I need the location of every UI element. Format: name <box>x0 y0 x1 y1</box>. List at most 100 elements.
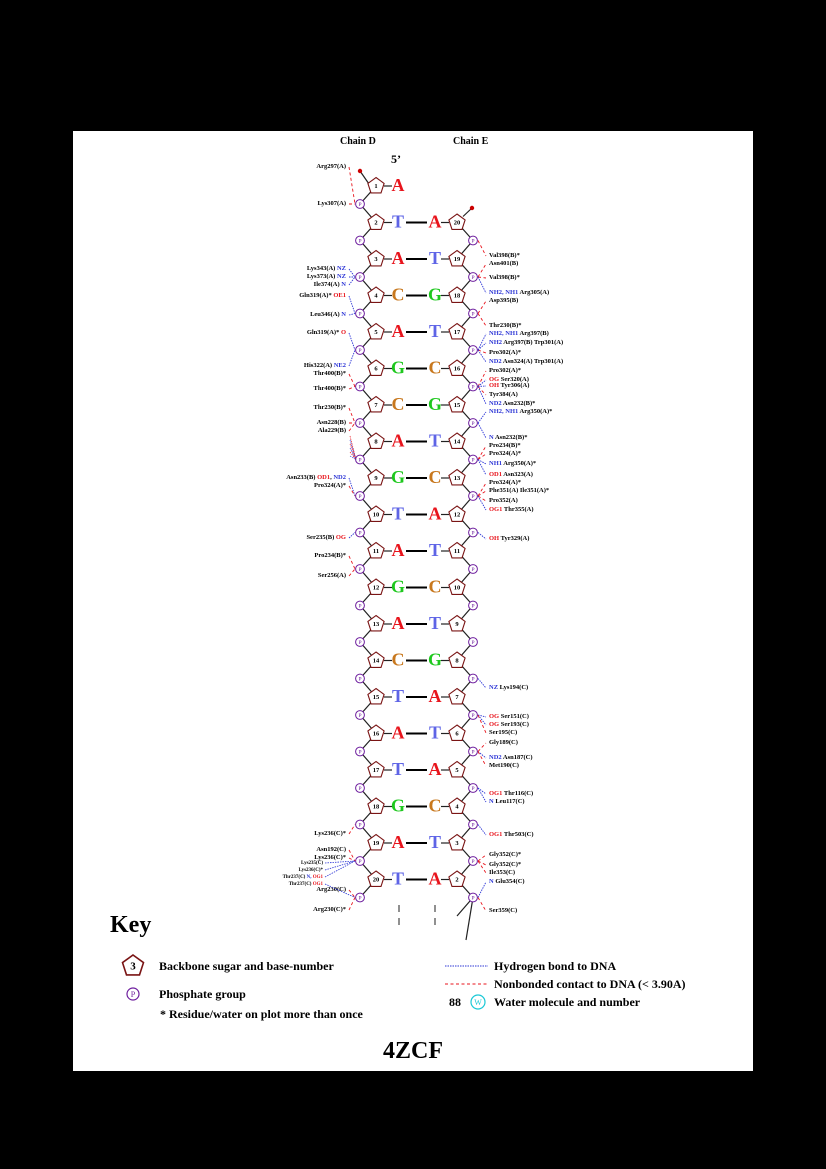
phosphate-letter: P <box>358 676 361 682</box>
right-contact-label: Pro234(B)* <box>489 442 521 449</box>
right-contact-label: Ser359(C) <box>489 907 517 914</box>
left-contact-line <box>348 268 356 278</box>
sugar-e-13 <box>448 468 466 486</box>
phosphate-letter: P <box>358 311 361 317</box>
left-contact-label: Arg297(A) <box>316 163 346 170</box>
right-contact-label: NZ Lys194(C) <box>489 684 528 691</box>
plot-paper <box>73 131 753 1071</box>
base-d-G: G <box>391 358 405 378</box>
right-contact-label: Gly189(C) <box>489 739 518 746</box>
right-contact-line <box>477 240 487 257</box>
sugar-e-7 <box>448 687 466 705</box>
chain-e-tail <box>465 897 474 941</box>
phosphate-letter: P <box>471 822 474 828</box>
phosphate-icon <box>355 235 365 246</box>
sugar-e-11 <box>448 541 466 559</box>
phosphate-letter: P <box>358 567 361 573</box>
phosphate-letter: P <box>358 640 361 646</box>
left-contact-line <box>348 332 356 351</box>
base-d-T: T <box>392 869 404 889</box>
right-contact-label: Ser195(C) <box>489 729 517 736</box>
base-d-A: A <box>392 832 405 852</box>
sugar-e-number: 16 <box>454 365 461 372</box>
key-phosphate-text: Phosphate group <box>159 987 246 1001</box>
left-contact-line <box>348 555 356 570</box>
right-contact-line <box>477 678 487 689</box>
phosphate-icon <box>355 856 365 866</box>
phosphate-icon <box>355 710 365 720</box>
phosphate-icon <box>468 783 478 793</box>
phosphate-letter: P <box>471 895 474 901</box>
right-contact-label: Pro302(A)* <box>489 367 521 374</box>
phosphate-icon <box>468 637 478 647</box>
base-e-G: G <box>428 285 442 305</box>
left-contact-line <box>348 532 356 539</box>
phosphate-letter: P <box>471 749 474 755</box>
right-contact-line <box>477 342 487 351</box>
sugar-e-number: 2 <box>455 876 458 883</box>
phosphate-icon <box>468 272 478 282</box>
base-e-A: A <box>429 504 442 524</box>
sugar-d-7 <box>367 395 385 413</box>
base-d-T: T <box>392 504 404 524</box>
right-contact-label: Val398(B)* <box>489 252 520 259</box>
key-nonbond-text: Nonbonded contact to DNA (< 3.90A) <box>494 977 686 991</box>
base-d-G: G <box>391 467 405 487</box>
five-prime-label: 5’ <box>391 152 401 166</box>
base-e-A: A <box>429 686 442 706</box>
right-contact-line <box>477 459 487 476</box>
right-contact-line <box>477 349 487 354</box>
base-e-T: T <box>429 613 441 633</box>
sugar-d-14 <box>367 651 385 668</box>
right-contact-label: Pro324(A)* <box>489 450 521 457</box>
key-water-icon <box>470 994 486 1010</box>
phosphate-letter: P <box>471 384 474 390</box>
base-e-A: A <box>429 869 442 889</box>
right-contact-label: N Asn232(B)* <box>489 434 527 441</box>
right-contact-label: OH Tyr329(A) <box>489 535 529 542</box>
right-contact-line <box>477 860 487 874</box>
sugar-e-number: 8 <box>455 657 459 664</box>
sugar-e-number: 12 <box>454 511 461 518</box>
sugar-d-number: 2 <box>374 219 377 226</box>
base-d-A: A <box>392 613 405 633</box>
sugar-e-9 <box>448 614 466 632</box>
sugar-e-number: 13 <box>454 475 461 482</box>
phosphate-letter: P <box>358 238 361 244</box>
left-contact-line <box>348 407 356 424</box>
phosphate-letter: P <box>471 640 474 646</box>
phosphate-icon <box>468 381 478 392</box>
phosphate-letter: P <box>358 530 361 536</box>
key-phosphate-icon <box>126 987 140 1001</box>
right-contact-label: Asp395(B) <box>489 297 518 304</box>
left-contact-line <box>348 166 356 205</box>
sugar-d-8 <box>367 432 385 449</box>
sugar-e-19 <box>448 249 466 267</box>
left-contact-label: Lys373(A) NZ <box>307 273 346 280</box>
key-water-letter: W <box>474 998 482 1007</box>
phosphate-letter: P <box>358 421 361 427</box>
left-contact-label: Ser256(A) <box>318 572 346 579</box>
right-contact-label: Val398(B)* <box>489 274 520 281</box>
sugar-e-2 <box>448 870 466 887</box>
phosphate-letter: P <box>358 786 361 792</box>
right-contact-label: OG Ser320(A) <box>489 376 529 383</box>
base-e-T: T <box>429 321 441 341</box>
phosphate-icon <box>355 454 365 465</box>
key-sugar-text: Backbone sugar and base-number <box>159 959 334 973</box>
left-contact-label: Gln319(A)* O <box>307 329 346 336</box>
sugar-d-number: 1 <box>374 183 377 190</box>
sugar-e-18 <box>448 286 466 303</box>
phosphate-letter: P <box>358 603 361 609</box>
phosphate-icon <box>468 856 478 866</box>
chain-d-header: Chain D <box>340 136 376 147</box>
left-contact-label: Lys236(C)* <box>314 830 346 837</box>
phosphate-letter: P <box>471 421 474 427</box>
sugar-e-number: 3 <box>455 840 459 847</box>
sugar-d-number: 13 <box>373 621 380 628</box>
phosphate-letter: P <box>471 311 474 317</box>
sugar-e-number: 15 <box>454 402 461 409</box>
phosphate-letter: P <box>358 384 361 390</box>
phosphate-icon <box>355 783 365 793</box>
right-contact-label: OG Ser193(C) <box>489 721 529 728</box>
